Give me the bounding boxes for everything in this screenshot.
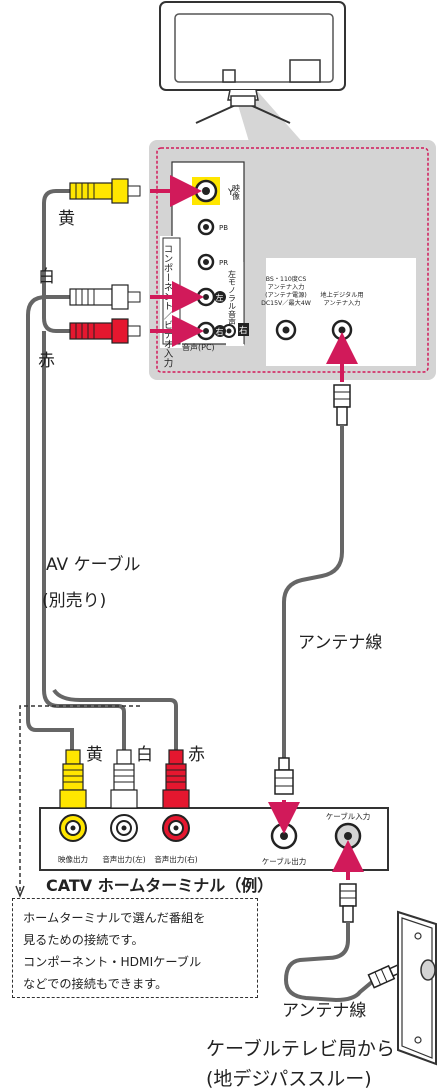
right-side-label: 右	[239, 325, 248, 336]
source-label-2: (地デジパススルー)	[206, 1068, 372, 1089]
note-line-4: などでの接続もできます。	[23, 977, 168, 991]
catv-terminal	[39, 807, 389, 871]
video-out-label: 映像出力	[58, 854, 88, 864]
plug-red-label: 赤	[188, 745, 205, 765]
bs-label-3: (アンテナ電源)	[265, 291, 307, 299]
connection-note: ホームターミナルで選んだ番組を 見るための接続です。 コンポーネント・HDMIケ…	[12, 898, 258, 998]
antenna-plug-cable-out	[274, 757, 294, 795]
audio-out-left-label: 音声出力(左)	[102, 854, 145, 864]
y-label: Y	[227, 188, 234, 198]
jack-y	[194, 179, 218, 203]
white-label: 白	[38, 267, 55, 287]
wall-outlet	[397, 910, 437, 1066]
yellow-label: 黄	[58, 209, 75, 229]
right-mark: 右	[216, 327, 224, 337]
terrestrial-label-2: アンテナ入力	[324, 299, 361, 307]
jack-pb	[197, 218, 215, 236]
audio-out-right-label: 音声出力(右)	[154, 854, 197, 864]
terrestrial-label-1: 地上デジタル用	[320, 291, 363, 299]
audio-pc-label: 音声(PC)	[182, 342, 215, 352]
bs-label-2: アンテナ入力	[268, 283, 305, 291]
antenna-cable-wall	[283, 883, 404, 1003]
audio-lr-label: 左モノラル音声	[228, 269, 237, 327]
note-line-3: コンポーネント・HDMIケーブル	[23, 955, 202, 969]
tv-back-panel	[149, 140, 436, 380]
jack-bs-cs	[275, 319, 297, 341]
antenna-cable-tv	[282, 384, 351, 760]
bs-label-1: BS・110度CS	[266, 275, 307, 283]
cable-in-label: ケーブル入力	[326, 811, 371, 821]
jack-audio-left	[196, 287, 216, 307]
jack-pr	[197, 253, 215, 271]
av-cable-label: AV ケーブル	[46, 554, 141, 575]
bs-label-4: DC15V／最大4W	[261, 299, 311, 307]
plug-yellow-label: 黄	[86, 745, 103, 765]
white-plug-bottom	[110, 749, 138, 809]
jack-video-out	[59, 814, 87, 842]
note-line-2: 見るための接続です。	[23, 933, 144, 947]
jack-cable-out	[270, 822, 298, 850]
red-label: 赤	[38, 351, 55, 371]
pr-label: PR	[219, 259, 228, 267]
yellow-plug-bottom	[59, 749, 87, 809]
video-label: 映像	[232, 183, 241, 200]
tv-icon	[159, 1, 346, 145]
cable-out-label: ケーブル出力	[262, 856, 307, 866]
antenna-line-label-2: アンテナ線	[282, 1001, 366, 1021]
jack-audio-out-left	[110, 814, 138, 842]
left-mark: 左	[216, 293, 224, 303]
jack-audio-right	[196, 321, 216, 341]
note-line-1: ホームターミナルで選んだ番組を	[23, 911, 206, 925]
red-plug-top	[69, 318, 141, 344]
jack-audio-out-right	[162, 814, 190, 842]
white-plug-top	[69, 284, 141, 310]
component-input-label: コンポーネント／ビデオ入力	[162, 244, 174, 368]
antenna-line-label: アンテナ線	[298, 633, 382, 653]
pb-label: PB	[219, 224, 228, 232]
plug-white-label: 白	[136, 745, 153, 765]
red-plug-bottom	[162, 749, 190, 809]
jack-terrestrial	[331, 319, 353, 341]
yellow-plug-top	[69, 178, 141, 204]
jack-cable-in	[334, 822, 362, 850]
source-label-1: ケーブルテレビ局から	[206, 1037, 395, 1060]
terminal-caption: CATV ホームターミナル（例）	[46, 876, 273, 895]
av-cable-note: (別売り)	[42, 591, 106, 611]
